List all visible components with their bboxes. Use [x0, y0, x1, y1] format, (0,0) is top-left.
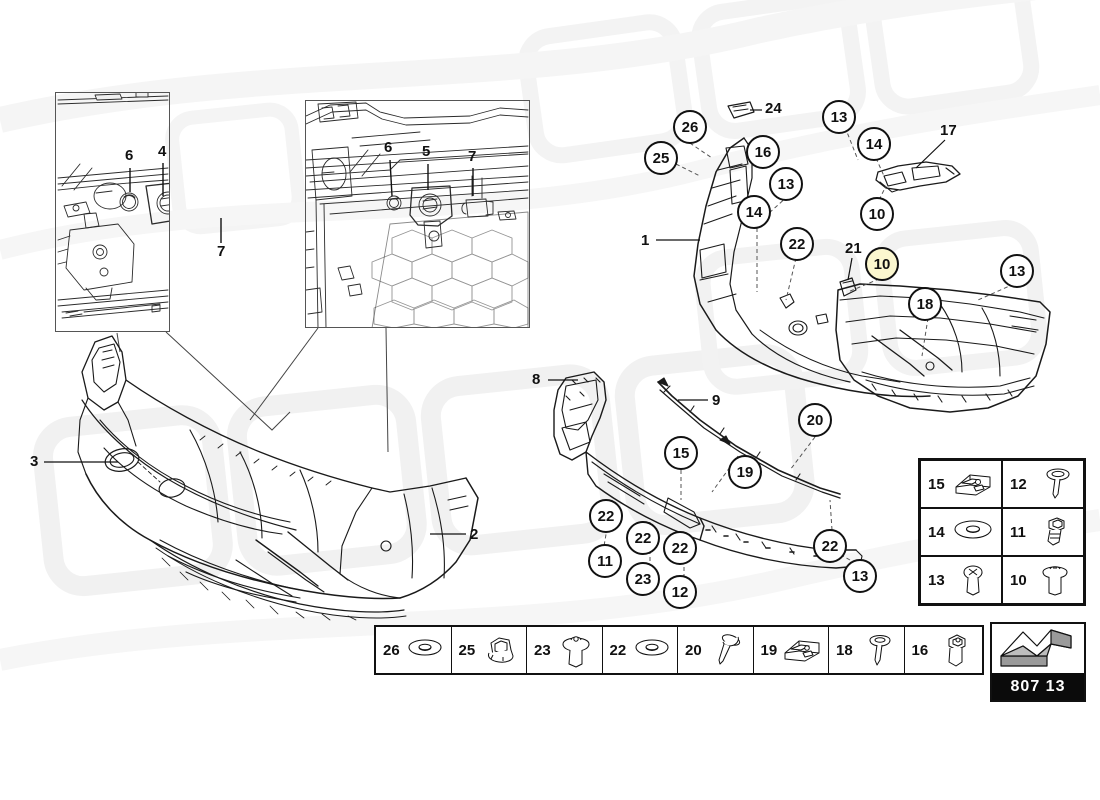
- callout-bubble-22[interactable]: 22: [813, 529, 847, 563]
- callout-bubble-22[interactable]: 22: [663, 531, 697, 565]
- hex-bolt-icon: [1026, 515, 1083, 549]
- strip-number-19: 19: [760, 641, 778, 659]
- part-label-1: 1: [641, 232, 650, 249]
- callout-bubble-11[interactable]: 11: [588, 544, 622, 578]
- bottom-legend-strip: 26 25: [374, 625, 984, 675]
- legend-cell-13[interactable]: 13: [920, 556, 1002, 604]
- callout-bubble-13[interactable]: 13: [822, 100, 856, 134]
- strip-cell-22[interactable]: 22: [602, 627, 678, 673]
- callout-bubble-10[interactable]: 10: [865, 247, 899, 281]
- callout-bubble-13[interactable]: 13: [843, 559, 877, 593]
- strip-number-22: 22: [609, 641, 627, 659]
- detail-center-callout-7: 7: [468, 148, 477, 165]
- legend-number-15: 15: [928, 475, 945, 493]
- part-label-17: 17: [940, 122, 957, 139]
- flange-nut-icon: [475, 633, 526, 667]
- strip-cell-19[interactable]: 19: [753, 627, 829, 673]
- detail-left-callout-4: 4: [158, 143, 167, 160]
- flat-washer-icon: [626, 637, 677, 663]
- callout-bubble-10[interactable]: 10: [860, 197, 894, 231]
- strip-cell-20[interactable]: 20: [678, 627, 754, 673]
- legend-cell-10[interactable]: 10: [1002, 556, 1084, 604]
- legend-number-12: 12: [1010, 475, 1027, 493]
- legend-cell-11[interactable]: 11: [1002, 508, 1084, 556]
- flange-bolt-icon: [1027, 562, 1083, 598]
- callout-bubble-23[interactable]: 23: [626, 562, 660, 596]
- rivet-pin-icon: [853, 632, 904, 668]
- detail-center-callout-6: 6: [384, 139, 393, 156]
- spring-clip-icon: [945, 467, 1001, 501]
- callout-bubble-26[interactable]: 26: [673, 110, 707, 144]
- strip-number-23: 23: [534, 641, 551, 659]
- callout-bubble-13[interactable]: 13: [769, 167, 803, 201]
- push-pin-icon: [702, 632, 753, 668]
- callout-bubble-25[interactable]: 25: [644, 141, 678, 175]
- callout-bubble-13[interactable]: 13: [1000, 254, 1034, 288]
- detail-panel-center-frame: [305, 100, 530, 328]
- callout-bubble-14[interactable]: 14: [737, 195, 771, 229]
- part-number-badge: 807 13: [990, 622, 1086, 702]
- callout-bubble-20[interactable]: 20: [798, 403, 832, 437]
- strip-cell-23[interactable]: 23: [527, 627, 603, 673]
- strip-number-20: 20: [685, 641, 702, 659]
- part-label-21: 21: [845, 240, 862, 257]
- legend-number-14: 14: [928, 523, 945, 541]
- callout-bubble-18[interactable]: 18: [908, 287, 942, 321]
- strip-cell-18[interactable]: 18: [829, 627, 905, 673]
- strip-number-25: 25: [458, 641, 476, 659]
- flat-washer-icon: [400, 637, 451, 663]
- part-label-8: 8: [532, 371, 541, 388]
- strip-cell-26[interactable]: 26: [376, 627, 452, 673]
- legend-cell-15[interactable]: 15: [920, 460, 1002, 508]
- part-label-2: 2: [470, 526, 479, 543]
- detail-left-callout-7: 7: [217, 243, 226, 260]
- strip-number-16: 16: [911, 641, 929, 659]
- bumper-3d-icon: [992, 624, 1084, 673]
- part-number-code: 807 13: [992, 673, 1084, 700]
- callout-bubble-22[interactable]: 22: [589, 499, 623, 533]
- flat-washer-icon: [945, 518, 1001, 546]
- callout-bubble-22[interactable]: 22: [626, 521, 660, 555]
- legend-number-10: 10: [1010, 571, 1027, 589]
- hex-flange-bolt-icon: [928, 632, 982, 668]
- legend-cell-14[interactable]: 14: [920, 508, 1002, 556]
- part-label-24: 24: [765, 100, 782, 117]
- detail-panel-left-frame: [55, 92, 170, 332]
- part-label-3: 3: [30, 453, 39, 470]
- strip-cell-25[interactable]: 25: [451, 627, 527, 673]
- pan-head-screw-icon: [945, 562, 1001, 598]
- callout-bubble-19[interactable]: 19: [728, 455, 762, 489]
- callout-bubble-22[interactable]: 22: [780, 227, 814, 261]
- legend-cell-12[interactable]: 12: [1002, 460, 1084, 508]
- strip-cell-16[interactable]: 16: [904, 627, 982, 673]
- hardware-legend-grid: 15 12: [918, 458, 1086, 606]
- part-label-9: 9: [712, 392, 721, 409]
- strip-number-18: 18: [836, 641, 853, 659]
- callout-bubble-12[interactable]: 12: [663, 575, 697, 609]
- callout-bubble-15[interactable]: 15: [664, 436, 698, 470]
- legend-number-11: 11: [1010, 523, 1026, 541]
- legend-number-13: 13: [928, 571, 945, 589]
- detail-left-callout-6: 6: [125, 147, 134, 164]
- callout-bubble-16[interactable]: 16: [746, 135, 780, 169]
- rivet-pin-icon: [1027, 466, 1083, 502]
- spring-clip-icon: [777, 634, 828, 666]
- callout-bubble-14[interactable]: 14: [857, 127, 891, 161]
- strip-number-26: 26: [383, 641, 400, 659]
- detail-center-callout-5: 5: [422, 143, 431, 160]
- flange-screw-icon: [551, 631, 602, 669]
